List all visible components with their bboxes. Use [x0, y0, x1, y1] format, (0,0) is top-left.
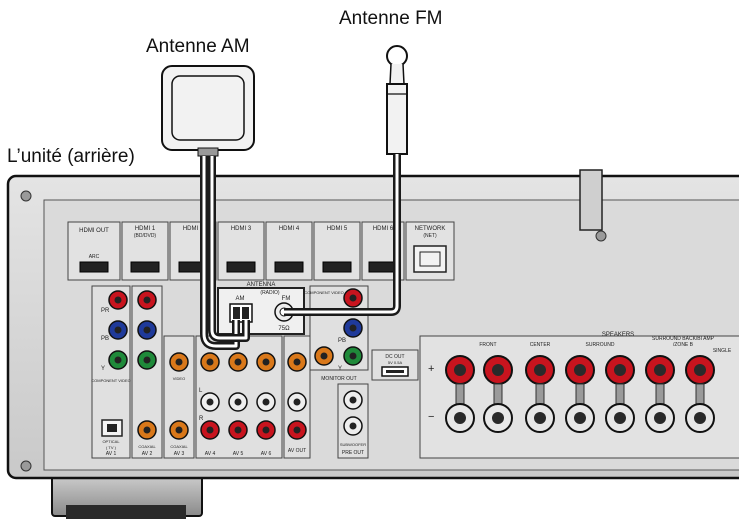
- av4-label: AV 4: [205, 451, 216, 457]
- monitor-y-label: Y: [338, 366, 342, 372]
- av2-label: AV 2: [142, 451, 153, 457]
- hdmi-3-port[interactable]: [226, 261, 256, 273]
- fm-antenna: [386, 45, 408, 155]
- ohm-label: 75Ω: [278, 326, 290, 332]
- fm-antenna-caption: Antenne FM: [339, 8, 443, 29]
- monitor-component-label: COMPONENT VIDEO: [304, 290, 344, 295]
- plus-label: +: [428, 363, 434, 375]
- hdmi-6-port[interactable]: [368, 261, 398, 273]
- am-terminal-label: AM: [236, 296, 245, 302]
- minus-label: −: [428, 411, 434, 423]
- single-label: SINGLE: [713, 348, 732, 354]
- optical-label: OPTICAL: [102, 439, 120, 444]
- unit-foot-base: [66, 505, 186, 519]
- center-label: CENTER: [530, 342, 551, 348]
- hdmi-out-label: HDMI OUT: [79, 228, 109, 234]
- pre-out-label: PRE OUT: [342, 450, 364, 456]
- av1-component-label: COMPONENT VIDEO: [91, 378, 131, 383]
- top-clip: [579, 169, 603, 231]
- hdmi-1-label: HDMI 1: [135, 226, 156, 232]
- av2-coaxial-label: COAXIAL: [138, 444, 156, 449]
- front-label: FRONT: [479, 342, 496, 348]
- hdmi-out-port[interactable]: [79, 261, 109, 273]
- am-antenna-base: [197, 147, 219, 157]
- hdmi-3-label: HDMI 3: [231, 226, 252, 232]
- hdmi-5-label: HDMI 5: [327, 226, 348, 232]
- subwoofer-pre-out: SUBWOOFER PRE OUT: [337, 383, 369, 459]
- av3-label: AV 3: [174, 451, 185, 457]
- hdmi-2-label: HDMI 2: [183, 226, 204, 232]
- av5-label: AV 5: [233, 451, 244, 457]
- av-l-label: L: [199, 388, 203, 394]
- hdmi-1-sub-label: (BD/DVD): [134, 233, 157, 239]
- monitor-out-label: MONITOR OUT: [321, 376, 356, 382]
- av1-pb-label: PB: [101, 336, 109, 342]
- fm-terminal-label: FM: [282, 296, 291, 302]
- av1-label: AV 1: [106, 451, 117, 457]
- av1-pr-label: PR: [101, 308, 110, 314]
- surround-back-label: SURROUND BACK/BI AMP: [652, 336, 715, 342]
- dc-out-group: DC OUT 5V 0.5A: [371, 349, 419, 381]
- av2-column: COAXIAL AV 2: [131, 285, 163, 459]
- hdmi-6-label: HDMI 6: [373, 226, 394, 232]
- zone-b-label: /ZONE B: [673, 342, 694, 348]
- antenna-sub-label: (RADIO): [260, 290, 280, 296]
- fm-antenna-loop: [386, 45, 408, 67]
- speaker-minus-row: [445, 403, 715, 433]
- surround-label: SURROUND: [586, 342, 615, 348]
- speakers-label: SPEAKERS: [602, 332, 634, 338]
- av3-video-label: VIDEO: [173, 376, 185, 381]
- av6-label: AV 6: [261, 451, 272, 457]
- unit-caption: L’unité (arrière): [7, 146, 135, 167]
- av-out-column: AV OUT: [283, 335, 311, 459]
- hdmi-1-port[interactable]: [130, 261, 160, 273]
- am-antenna: [161, 65, 255, 157]
- av-r-label: R: [199, 416, 204, 422]
- monitor-pb-label: PB: [338, 338, 346, 344]
- dc-out-label: DC OUT: [385, 354, 404, 360]
- network-sub-label: (NET): [423, 233, 437, 239]
- hdmi-5-box: [313, 221, 361, 281]
- am-antenna-caption: Antenne AM: [146, 36, 250, 57]
- hdmi-4-port[interactable]: [274, 261, 304, 273]
- network-port[interactable]: [413, 245, 447, 273]
- av3-coaxial-label: COAXIAL: [170, 444, 188, 449]
- av1-y-label: Y: [101, 366, 105, 372]
- tv-label: ( TV ): [106, 445, 117, 450]
- hdmi-4-label: HDMI 4: [279, 226, 300, 232]
- arc-label: ARC: [89, 254, 100, 260]
- dc-rating-label: 5V 0.5A: [388, 360, 403, 365]
- av-out-label: AV OUT: [288, 448, 306, 454]
- hdmi-row: HDMI OUT ARC HDMI 1 (BD/DVD) HDMI 2 HDMI…: [67, 221, 455, 281]
- subwoofer-label: SUBWOOFER: [340, 442, 366, 447]
- monitor-out-group: COMPONENT VIDEO PB Y MONITOR OUT: [304, 285, 369, 382]
- hdmi-5-port[interactable]: [322, 261, 352, 273]
- screw-group: [20, 190, 607, 472]
- antenna-label: ANTENNA: [247, 282, 276, 288]
- network-label: NETWORK: [415, 226, 446, 232]
- av4-av5-av6-columns: L R AV 4 AV 5 AV 6: [195, 335, 283, 459]
- av3-column: VIDEO COAXIAL AV 3: [163, 335, 195, 459]
- am-antenna-frame: [161, 65, 255, 151]
- component-video-av1: PR PB Y COMPONENT VIDEO OPTICAL ( TV ) A…: [91, 285, 131, 459]
- speakers-group: SPEAKERS + − FRONT CENTER SURROUND SURRO…: [419, 332, 739, 459]
